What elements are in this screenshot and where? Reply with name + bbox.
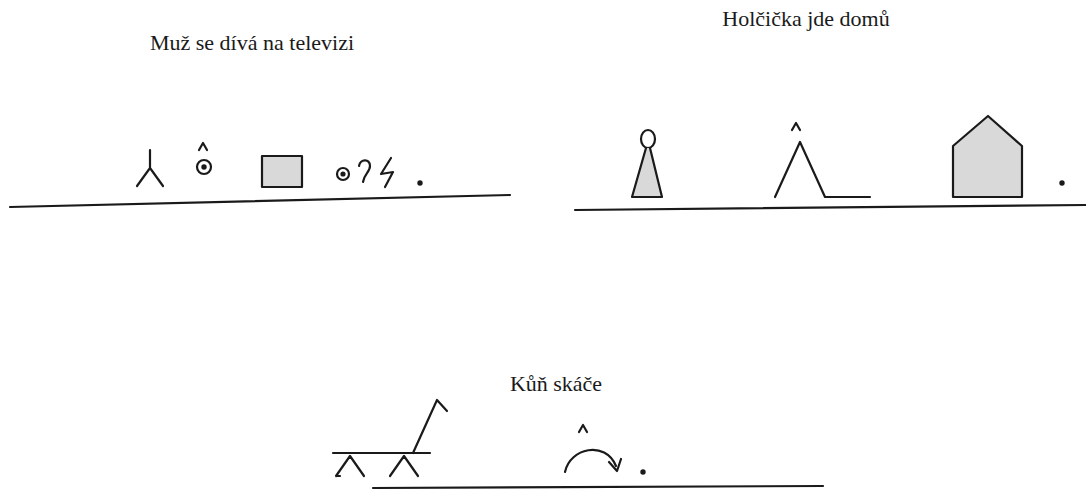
girl-dress [632,148,662,197]
lightning-symbol [381,158,393,187]
girl-head [641,130,655,148]
walk-symbol [775,142,870,197]
sentence-horse-jumps [333,400,823,488]
period-dot [641,470,644,473]
horse-legs [336,456,418,476]
sentence-girl-home [575,116,1086,210]
period-dot [1060,181,1063,184]
tv-symbol [262,156,302,187]
horse-body [333,400,447,453]
man-symbol [137,150,163,186]
jump-arc [565,450,616,472]
eye-dot [342,173,345,176]
sentence-caption: Kůň skáče [510,371,602,397]
sentence-man-tv [10,143,510,207]
caret-mark [199,143,207,150]
hook-symbol [359,160,370,182]
eye-symbol [197,160,211,174]
sentence-caption: Muž se dívá na televizi [150,30,354,56]
eye-symbol [337,168,349,180]
jump-arrowhead [609,459,621,471]
sentence-caption: Holčička jde domů [722,6,889,32]
caret-mark [579,425,587,432]
base-line [10,195,510,207]
eye-dot [202,165,205,168]
period-dot [418,181,421,184]
base-line [575,205,1086,210]
house-symbol [953,116,1022,197]
caret-mark [792,123,800,130]
base-line [373,486,823,488]
